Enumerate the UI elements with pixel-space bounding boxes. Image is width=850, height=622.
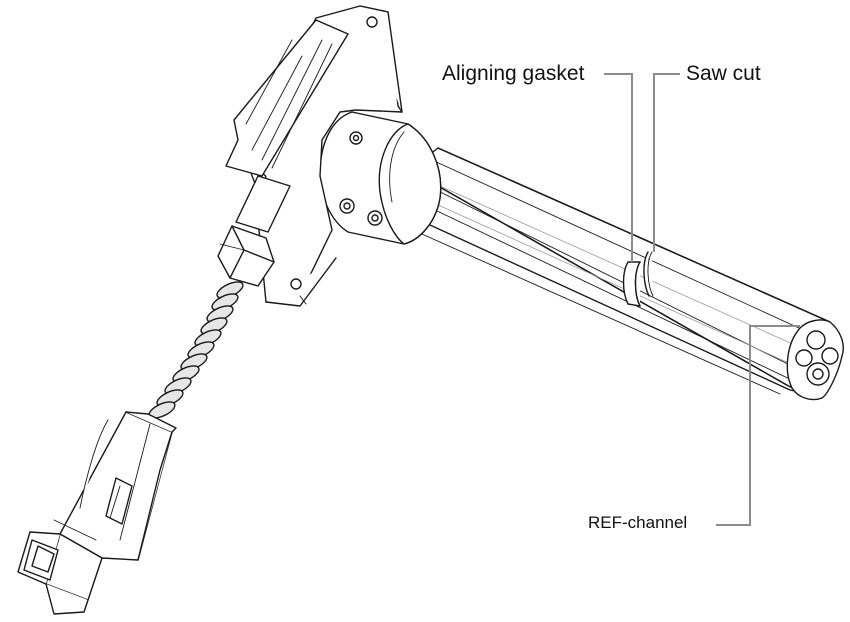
housing-block: [225, 19, 349, 233]
cable-gland: [217, 225, 275, 287]
corrugated-cable: [148, 281, 244, 419]
aligning-gasket: [622, 261, 641, 307]
label-ref-channel: REF-channel: [588, 513, 688, 532]
probe-tube: [403, 147, 843, 399]
label-aligning-gasket: Aligning gasket: [442, 62, 585, 85]
connector-plug: [17, 411, 177, 615]
saw-cut: [643, 251, 654, 297]
cylinder-collar: [319, 111, 442, 245]
tube-end: [786, 319, 844, 401]
label-saw-cut: Saw cut: [686, 62, 761, 85]
leader-saw-cut: [653, 73, 680, 252]
leader-aligning-gasket: [604, 73, 633, 262]
leader-ref-channel: [716, 325, 800, 526]
